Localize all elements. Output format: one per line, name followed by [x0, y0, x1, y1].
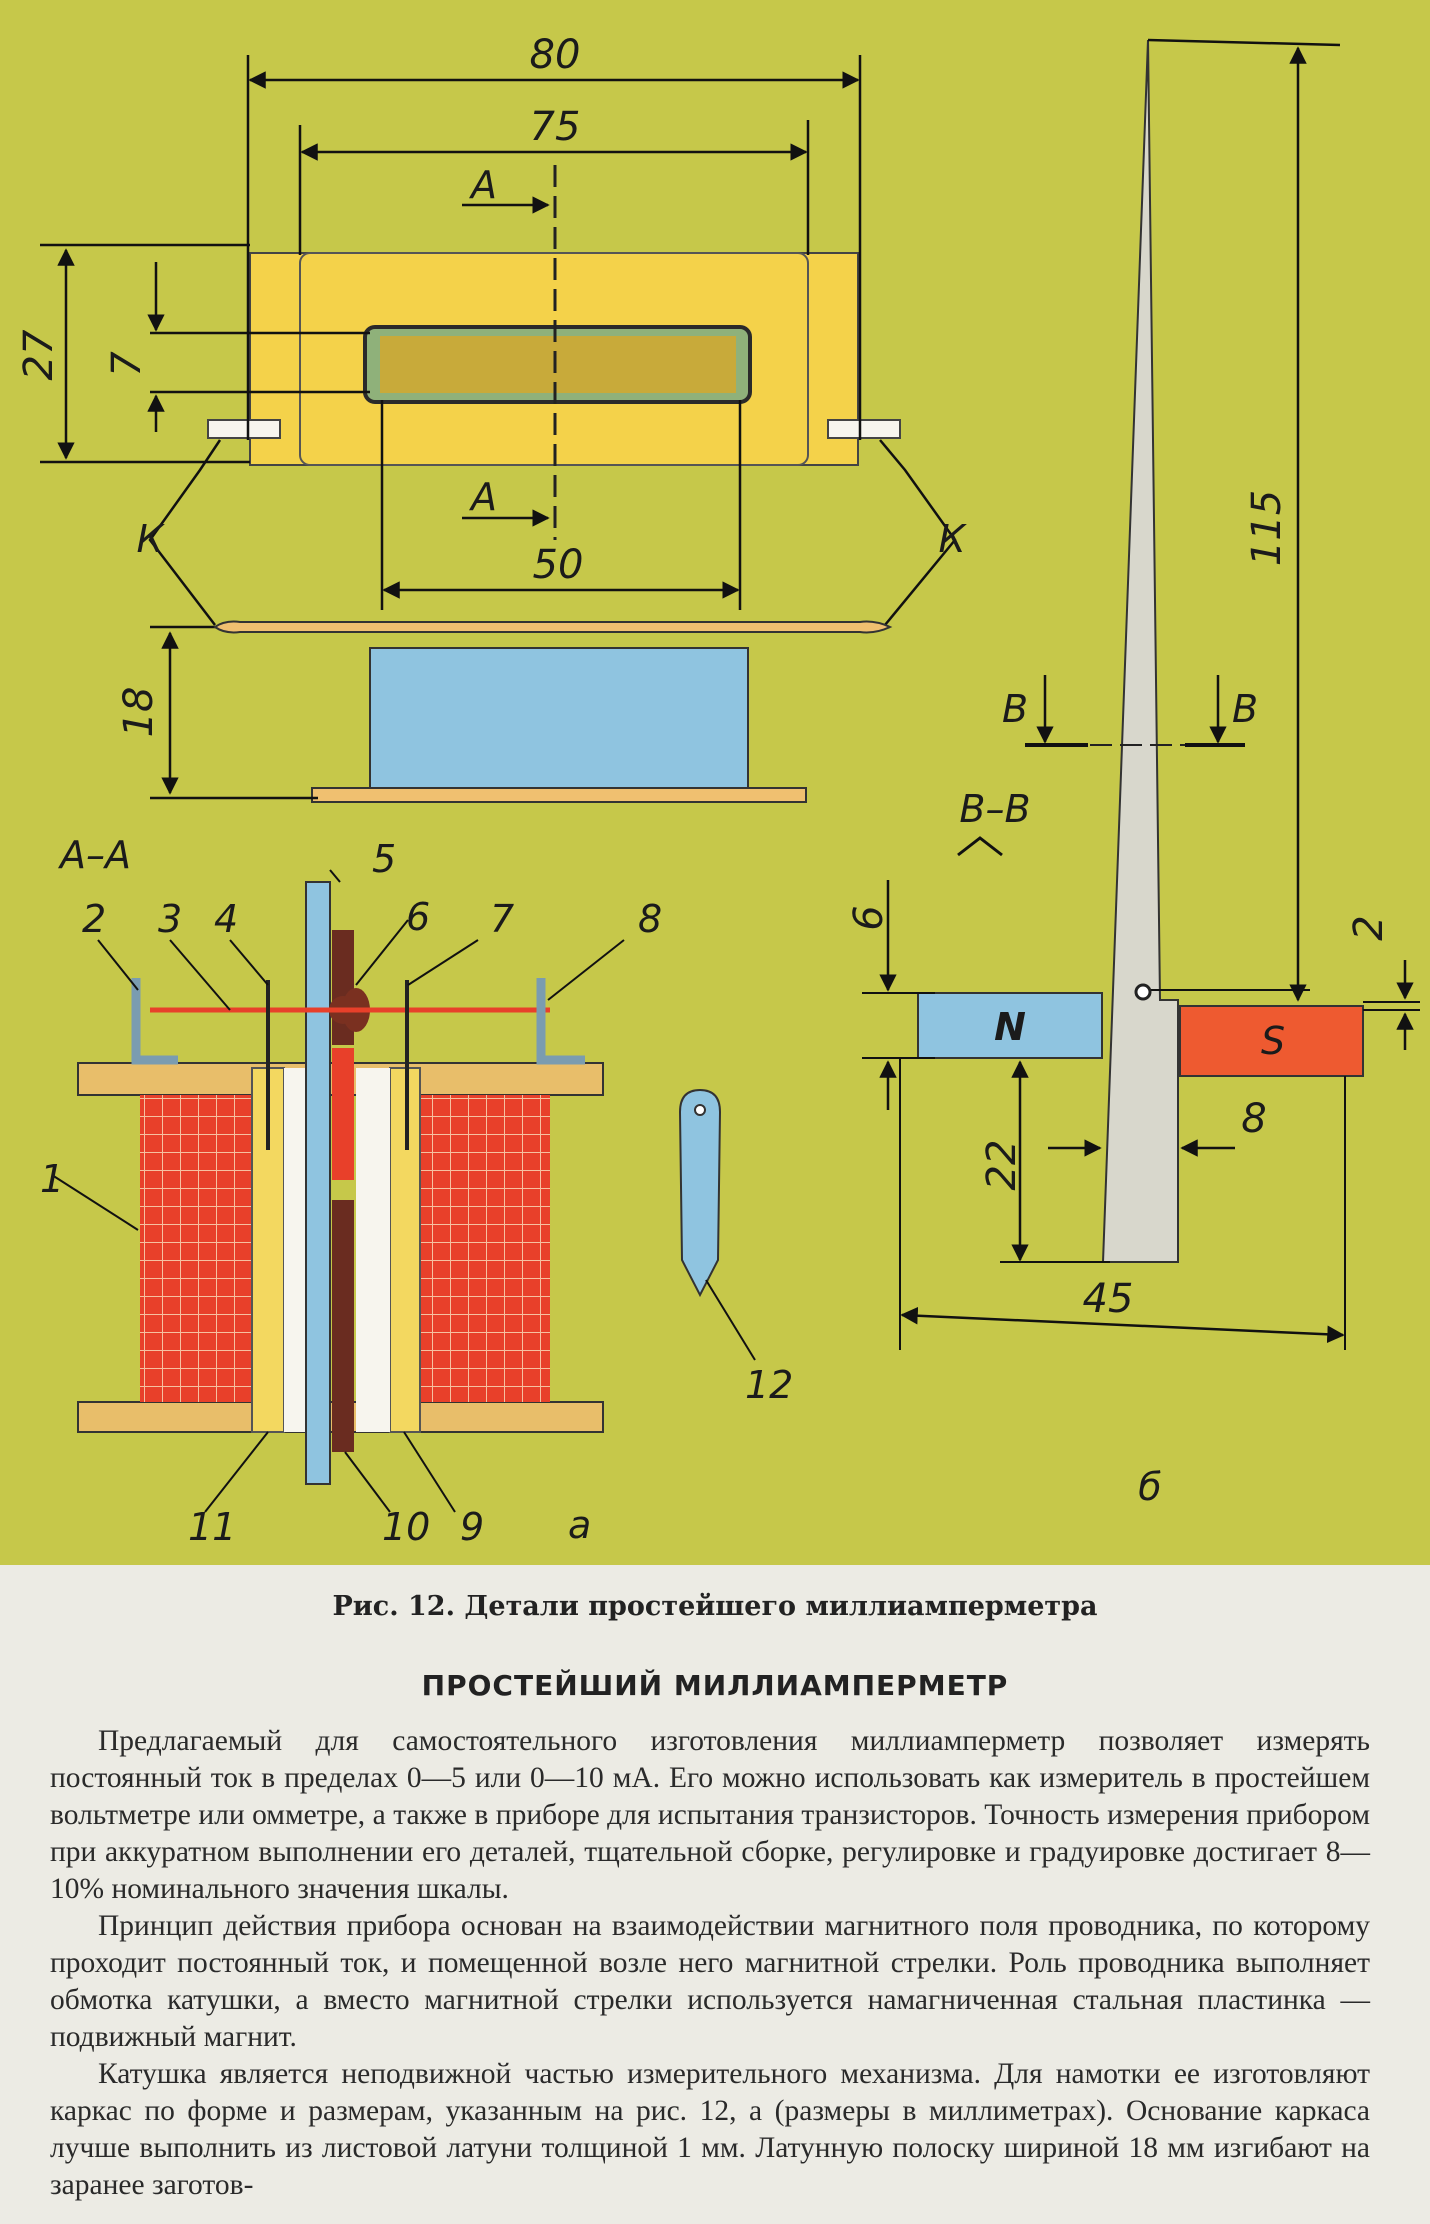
frame-plan-view [207, 165, 901, 540]
label-section-aa: A–A [57, 833, 131, 877]
label-section-a-top: A [468, 163, 497, 207]
paragraph: Катушка является неподвижной частью изме… [50, 2058, 1370, 2201]
figure-caption: Рис. 12. Детали простейшего миллиамперме… [332, 1591, 1098, 1622]
part-4-label: 4 [214, 897, 238, 941]
part-9-label: 9 [460, 1505, 484, 1549]
dim-window-width: 50 [533, 542, 584, 588]
frame-dimensions [40, 55, 957, 626]
plate-part-12 [678, 1088, 756, 1361]
part-5-label: 5 [372, 837, 396, 881]
part-6-label: 6 [406, 895, 430, 939]
label-section-b-left: В [1002, 687, 1028, 731]
part-2-label: 2 [82, 897, 106, 941]
part-12-label: 12 [745, 1363, 793, 1407]
label-section-a-bottom: A [468, 475, 497, 519]
part-11-label: 11 [188, 1505, 236, 1549]
drawing-svg: 80 75 50 27 7 A A К К 18 A–A [16, 32, 1420, 1549]
label-section-b-right: В [1232, 687, 1258, 731]
frame-side-view [150, 620, 893, 803]
dim-magnet-offset: 6 [846, 905, 892, 930]
dim-arrow-length: 115 [1244, 490, 1290, 566]
section-heading: ПРОСТЕЙШИЙ МИЛЛИАМПЕРМЕТР [421, 1669, 1009, 1702]
paragraph: Предлагаемый для самостоятельного изгото… [50, 1725, 1370, 1905]
text-panel: Рис. 12. Детали простейшего миллиамперме… [0, 1565, 1430, 2224]
label-terminal-right: К [939, 517, 968, 561]
paragraph: Принцип действия прибора основан на взаи… [50, 1910, 1370, 2053]
label-part-a: а [568, 1503, 591, 1547]
label-terminal-left: К [137, 517, 166, 561]
dim-arrow-width: 8 [1241, 1096, 1266, 1142]
coil-section [77, 881, 604, 1485]
dim-width-inner: 75 [530, 104, 581, 150]
dim-height-total: 27 [16, 329, 62, 380]
part-7-label: 7 [490, 897, 514, 941]
part-numbers: 1 2 3 4 5 6 7 8 9 10 11 12 [40, 837, 793, 1549]
dim-width-total: 80 [530, 32, 581, 78]
part-1-label: 1 [40, 1157, 64, 1201]
technical-drawing: 80 75 50 27 7 A A К К 18 A–A [16, 32, 1420, 1549]
body-text: Предлагаемый для самостоятельного изгото… [50, 1723, 1370, 2204]
part-leaders [51, 869, 625, 1513]
dim-lower-height: 22 [979, 1140, 1025, 1191]
dim-gap: 2 [1346, 915, 1392, 940]
dim-coil-height: 18 [116, 687, 162, 738]
part-8-label: 8 [638, 897, 662, 941]
dim-window-height: 7 [104, 351, 150, 377]
pointer-arrow-drawing [862, 38, 1420, 1350]
dim-base-width: 45 [1083, 1276, 1134, 1322]
label-section-bb: В–В [959, 787, 1030, 831]
pole-n-label: N [994, 1005, 1026, 1049]
part-10-label: 10 [382, 1505, 430, 1549]
label-part-b: б [1138, 1465, 1161, 1509]
pole-s-label: S [1261, 1019, 1285, 1063]
part-3-label: 3 [158, 897, 182, 941]
